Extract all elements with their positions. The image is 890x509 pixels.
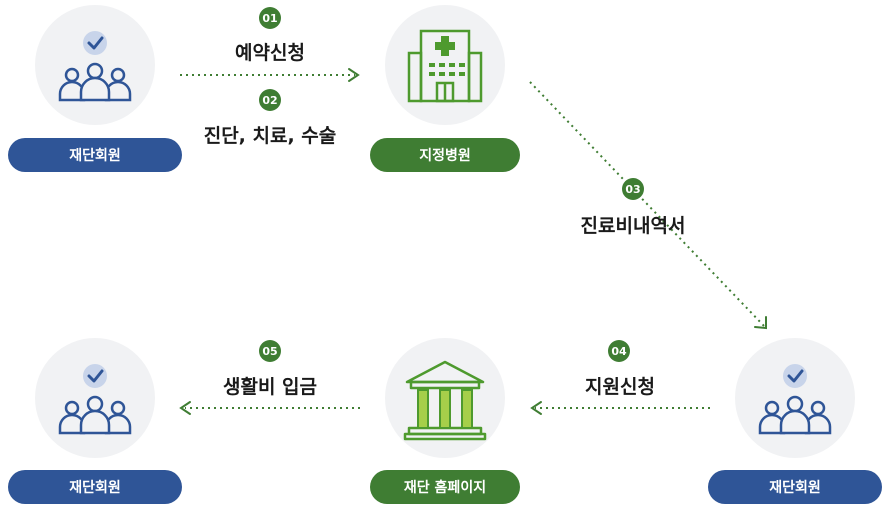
member-bottom-label: 재단회원	[8, 470, 182, 504]
arrow-head-diagonal	[754, 316, 767, 330]
step-02-badge: 02	[259, 89, 281, 111]
bank-building-icon	[403, 360, 487, 441]
hospital-circle	[385, 5, 505, 125]
hospital-icon	[407, 29, 483, 103]
member-circle-top	[35, 5, 155, 125]
step-02-label: 진단, 치료, 수술	[203, 125, 337, 147]
step-03-badge: 03	[622, 178, 644, 200]
member-right-label: 재단회원	[708, 470, 882, 504]
members-check-icon	[58, 364, 132, 435]
step-01-label: 예약신청	[235, 42, 305, 64]
member-top-label: 재단회원	[8, 138, 182, 172]
member-circle-bottom	[35, 338, 155, 458]
member-circle-right	[735, 338, 855, 458]
step-05-label: 생활비 입금	[222, 376, 317, 398]
step-05-badge: 05	[259, 340, 281, 362]
members-check-icon	[58, 31, 132, 102]
arrow-head-right	[348, 68, 360, 82]
hospital-label: 지정병원	[370, 138, 520, 172]
step-01-badge: 01	[259, 7, 281, 29]
arrow-head-left-04	[530, 401, 542, 415]
step-04-label: 지원신청	[585, 376, 655, 398]
homepage-label: 재단 홈페이지	[370, 470, 520, 504]
homepage-circle	[385, 338, 505, 458]
step-04-badge: 04	[608, 340, 630, 362]
step-03-label: 진료비내역서	[580, 215, 686, 237]
arrow-03-line	[529, 81, 766, 328]
members-check-icon	[758, 364, 832, 435]
arrow-head-left-05	[179, 401, 191, 415]
